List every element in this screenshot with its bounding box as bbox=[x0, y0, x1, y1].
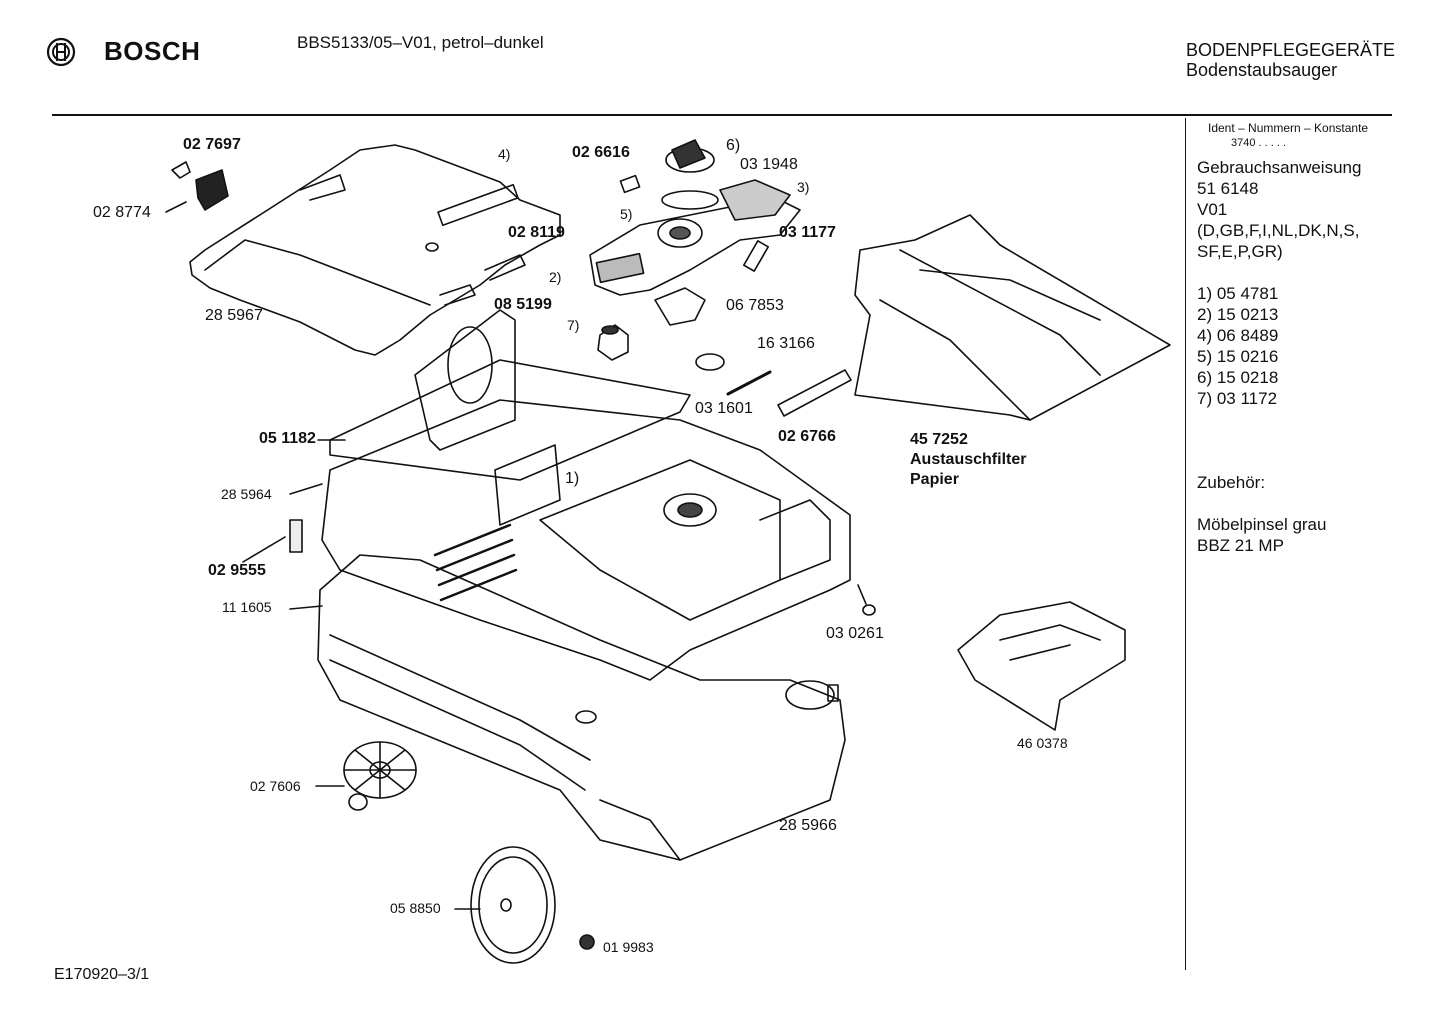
sidebar-line: 4) 06 8489 bbox=[1197, 326, 1279, 345]
sidebar-line: Gebrauchsanweisung bbox=[1197, 158, 1362, 177]
main-housing bbox=[321, 399, 851, 681]
large-wheel bbox=[454, 846, 595, 964]
part-label-058850: 05 8850 bbox=[390, 900, 441, 916]
callout-3: 3) bbox=[797, 179, 810, 195]
category-subtitle: Bodenstaubsauger bbox=[1186, 60, 1338, 80]
part-label-031948: 03 1948 bbox=[740, 156, 798, 173]
sidebar-line: Möbelpinsel grau bbox=[1197, 515, 1327, 534]
part-label-026766: 02 6766 bbox=[778, 428, 836, 445]
part-label-051182: 05 1182 bbox=[259, 430, 316, 447]
bosch-logo-icon bbox=[46, 37, 76, 67]
header-divider bbox=[52, 114, 1392, 116]
sidebar-line: BBZ 21 MP bbox=[1197, 536, 1284, 555]
part-label-030261: 03 0261 bbox=[826, 625, 884, 642]
part-label-028774: 02 8774 bbox=[93, 204, 151, 221]
part-label-111605: 11 1605 bbox=[222, 599, 272, 615]
clip-parts bbox=[165, 161, 229, 213]
filter-caption-line2: Papier bbox=[910, 471, 959, 488]
category-title: BODENPFLEGEGERÄTE bbox=[1186, 40, 1396, 60]
part-label-163166: 16 3166 bbox=[757, 335, 815, 352]
sidebar-line: 6) 15 0218 bbox=[1197, 368, 1279, 387]
sidebar-line: 2) 15 0213 bbox=[1197, 305, 1279, 324]
part-label-285966: 28 5966 bbox=[779, 817, 837, 834]
part-label-067853: 06 7853 bbox=[726, 297, 784, 314]
control-assembly bbox=[425, 139, 852, 417]
sidebar-divider bbox=[1185, 118, 1186, 970]
brand-name: BOSCH bbox=[104, 36, 201, 66]
caster-wheel bbox=[315, 741, 417, 811]
sidebar-line: 7) 03 1172 bbox=[1197, 389, 1278, 408]
sidebar-line: Zubehör: bbox=[1197, 473, 1266, 492]
lid-part bbox=[189, 144, 561, 356]
callout-7: 7) bbox=[567, 317, 580, 333]
part-label-019983: 01 9983 bbox=[603, 939, 654, 955]
base-shell bbox=[289, 554, 846, 861]
callout-2: 2) bbox=[549, 269, 562, 285]
drawing-code: E170920–3/1 bbox=[54, 966, 150, 983]
part-label-027697: 02 7697 bbox=[183, 136, 241, 153]
part-label-285967: 28 5967 bbox=[205, 307, 263, 324]
part-label-085199: 08 5199 bbox=[494, 296, 552, 313]
filter-caption-line1: Austauschfilter bbox=[910, 451, 1027, 468]
accessory-nozzle bbox=[957, 601, 1126, 731]
filter-bag bbox=[854, 214, 1171, 421]
sidebar-line: 1) 05 4781 bbox=[1197, 284, 1279, 303]
callout-5: 5) bbox=[620, 206, 633, 222]
part-label-031177: 03 1177 bbox=[779, 224, 836, 241]
part-label-460378: 46 0378 bbox=[1017, 735, 1068, 751]
callout-1: 1) bbox=[565, 470, 580, 487]
part-label-285964: 28 5964 bbox=[221, 486, 272, 502]
callout-6: 6) bbox=[726, 137, 741, 154]
sidebar-line: 51 6148 bbox=[1197, 179, 1259, 198]
filter-frame bbox=[329, 309, 691, 481]
side-clip bbox=[242, 519, 303, 563]
part-label-457252: 45 7252 bbox=[910, 431, 968, 448]
part-label-028119: 02 8119 bbox=[508, 224, 565, 241]
sidebar-line: SF,E,P,GR) bbox=[1197, 242, 1283, 261]
screw-part bbox=[862, 604, 876, 616]
sidebar-line: V01 bbox=[1197, 200, 1228, 219]
callout-4: 4) bbox=[498, 146, 511, 162]
ident-code: 3740 . . . . . bbox=[1231, 137, 1287, 149]
sidebar-line: (D,GB,F,I,NL,DK,N,S, bbox=[1197, 221, 1360, 240]
part-label-026616: 02 6616 bbox=[572, 144, 630, 161]
part-label-027606: 02 7606 bbox=[250, 778, 301, 794]
sidebar-line: 5) 15 0216 bbox=[1197, 347, 1279, 366]
ident-title: Ident – Nummern – Konstante bbox=[1208, 121, 1369, 135]
model-title: BBS5133/05–V01, petrol–dunkel bbox=[297, 33, 544, 52]
part-label-031601: 03 1601 bbox=[695, 400, 753, 417]
part-label-029555: 02 9555 bbox=[208, 562, 266, 579]
